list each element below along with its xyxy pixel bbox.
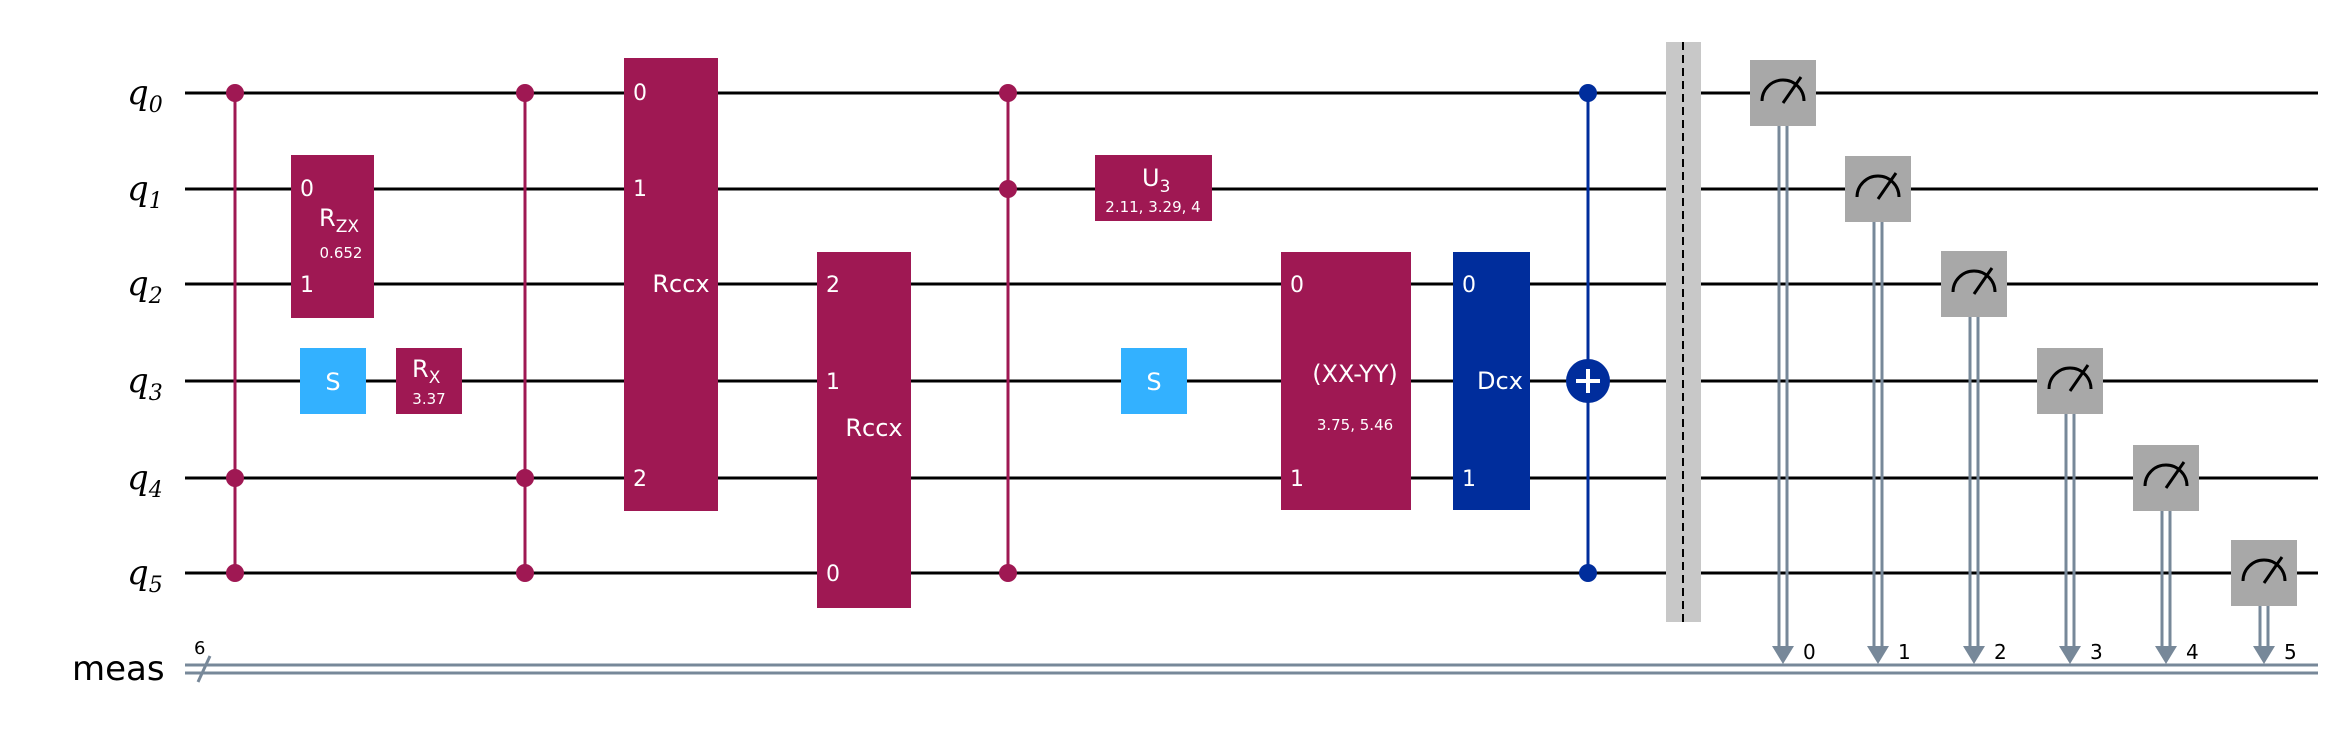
rccx1-port-2: 2 (633, 467, 647, 492)
meter-needle (1876, 172, 1898, 200)
qubit-label-q0: q0 (127, 73, 163, 118)
rzx-param: 0.652 (320, 244, 363, 262)
rccx-gate-2: 2 1 0 Rccx (817, 252, 911, 608)
qubit-label-q2: q2 (127, 264, 163, 309)
meter-icon (2241, 558, 2287, 582)
arrow-down-icon (2059, 646, 2081, 664)
rzx-port-0: 0 (300, 177, 314, 202)
measure-gate-1: 1 (1845, 156, 1911, 664)
measure-gate-2: 2 (1941, 251, 2007, 664)
rccx1-port-0: 0 (633, 81, 647, 106)
measure-bit-label: 2 (1994, 640, 2007, 664)
dcx-label: Dcx (1477, 367, 1523, 395)
measure-bit-label: 1 (1898, 640, 1911, 664)
control-dot (226, 84, 244, 102)
control-dot (226, 564, 244, 582)
multi-controlled-x-gate (1566, 84, 1610, 582)
xxyy-port-0: 0 (1290, 273, 1304, 298)
qubit-label-q1: q1 (127, 169, 163, 214)
control-dot (999, 180, 1017, 198)
s-gate-2: S (1121, 348, 1187, 414)
rccx2-port-2: 2 (826, 273, 840, 298)
measure-gate-5: 5 (2231, 540, 2297, 664)
rccx2-port-0: 0 (826, 562, 840, 587)
control-dot (516, 564, 534, 582)
rccx2-port-1: 1 (826, 370, 840, 395)
control-dot (516, 469, 534, 487)
creg-label: meas (72, 649, 165, 689)
measure-bit-label: 5 (2284, 640, 2297, 664)
arrow-down-icon (2253, 646, 2275, 664)
u3-param: 2.11, 3.29, 4 (1105, 198, 1200, 216)
s-gate-1: S (300, 348, 366, 414)
creg-size: 6 (194, 638, 205, 659)
rccx1-port-1: 1 (633, 177, 647, 202)
measure-gate-4: 4 (2133, 445, 2199, 664)
meter-icon (1951, 269, 1997, 293)
control-dot (226, 469, 244, 487)
multi-control-gate-2 (516, 84, 534, 582)
xxyy-param: 3.75, 5.46 (1317, 416, 1393, 434)
barrier (1666, 42, 1701, 622)
xxyy-port-1: 1 (1290, 467, 1304, 492)
s-gate-label: S (1146, 368, 1161, 396)
s-gate-label: S (325, 368, 340, 396)
rccx2-label: Rccx (845, 414, 902, 442)
rzx-gate: 0 1 RZX 0.652 (291, 155, 374, 318)
arrow-down-icon (2155, 646, 2177, 664)
control-dot (516, 84, 534, 102)
rzx-label: RZX (319, 204, 359, 237)
measurements: 0 1 2 3 4 5 (1750, 60, 2297, 664)
xxyy-label: (XX-YY) (1312, 360, 1398, 388)
rccx-gate-1: 0 1 2 Rccx (624, 58, 718, 511)
meter-needle (1972, 267, 1994, 295)
multi-control-gate-3 (999, 84, 1017, 582)
register-labels: q0 q1 q2 q3 q4 q5 meas (72, 73, 165, 689)
arrow-down-icon (1772, 646, 1794, 664)
rccx1-label: Rccx (652, 270, 709, 298)
dcx-gate: 0 1 Dcx (1453, 252, 1530, 510)
qubit-label-q4: q4 (127, 458, 163, 503)
bus-slash (196, 655, 212, 683)
meter-icon (1760, 78, 1806, 102)
measure-bit-label: 4 (2186, 640, 2199, 664)
measure-gate-3: 3 (2037, 348, 2103, 664)
rx-label: RX (412, 355, 441, 388)
qubit-label-q3: q3 (127, 361, 163, 406)
measure-bit-label: 3 (2090, 640, 2103, 664)
meter-icon (2047, 366, 2093, 390)
rx-gate: RX 3.37 (396, 348, 462, 414)
arrow-down-icon (1963, 646, 1985, 664)
u3-label: U3 (1142, 164, 1170, 197)
dcx-port-1: 1 (1462, 467, 1476, 492)
meter-needle (2262, 556, 2284, 584)
rzx-port-1: 1 (300, 273, 314, 298)
meter-needle (2164, 461, 2186, 489)
meter-needle (2068, 364, 2090, 392)
measure-bit-label: 0 (1803, 640, 1816, 664)
arrow-down-icon (1867, 646, 1889, 664)
control-dot (1579, 564, 1597, 582)
control-dot (1579, 84, 1597, 102)
multi-control-gate-1 (226, 84, 244, 582)
rx-param: 3.37 (412, 390, 445, 408)
xx-minus-yy-gate: 0 1 (XX-YY) 3.75, 5.46 (1281, 252, 1411, 510)
control-dot (999, 84, 1017, 102)
measure-gate-0: 0 (1750, 60, 1816, 664)
qubit-wires (185, 91, 2318, 575)
dcx-port-0: 0 (1462, 273, 1476, 298)
classical-wire: 6 (185, 638, 2318, 683)
meter-needle (1781, 76, 1803, 104)
qubit-label-q5: q5 (127, 553, 163, 598)
u3-gate: U3 2.11, 3.29, 4 (1095, 155, 1212, 221)
meter-icon (1855, 174, 1901, 198)
meter-icon (2143, 463, 2189, 487)
control-dot (999, 564, 1017, 582)
